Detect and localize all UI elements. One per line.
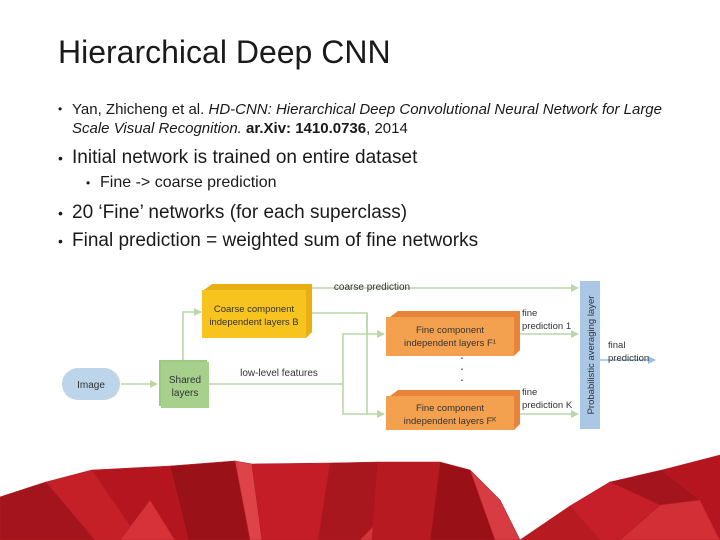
final-prediction-label-2: prediction: [608, 353, 649, 364]
arrow-to-fine-1: [342, 330, 385, 384]
image-node-label: Image: [77, 380, 105, 391]
final-prediction-label-1: final: [608, 340, 625, 351]
fine-prediction-k-label-2: prediction K: [522, 400, 573, 411]
ellipsis-dot-2: ·: [460, 360, 465, 376]
fine-component-k-label-1: Fine component: [416, 403, 484, 414]
ellipsis-dot-3: ·: [460, 371, 465, 387]
shared-layers-label-1: Shared: [169, 375, 201, 386]
coarse-component-label-1: Coarse component: [214, 304, 295, 315]
slide-title: Hierarchical Deep CNN: [58, 34, 391, 70]
bullet-initial-network: Initial network is trained on entire dat…: [58, 146, 698, 170]
coarse-prediction-label: coarse prediction: [334, 282, 410, 293]
ellipsis-dot-1: ·: [460, 349, 465, 365]
probabilistic-averaging-layer: [580, 281, 600, 429]
bullet-final-prediction: Final prediction = weighted sum of fine …: [58, 229, 698, 253]
coarse-component-label-2: independent layers B: [209, 317, 298, 328]
fine-prediction-1-label-1: fine: [522, 308, 537, 319]
bullet-fine-networks: 20 ‘Fine’ networks (for each superclass): [58, 201, 698, 225]
reference-paper-title: HD-CNN: Hierarchical Deep Convolutional …: [72, 101, 662, 137]
fine-component-k-label-2: independent layers Fᴷ: [404, 416, 497, 427]
coarse-component-node: [202, 290, 306, 338]
reference-authors: Yan, Zhicheng et al.: [72, 101, 209, 118]
bullet-list: Yan, Zhicheng et al. HD-CNN: Hierarchica…: [58, 100, 698, 253]
arrow-to-fine-k: [342, 384, 385, 418]
low-level-features-label: low-level features: [240, 368, 318, 379]
fine-component-1-node: [386, 317, 514, 356]
reference-year: , 2014: [366, 120, 408, 137]
shared-layers-label-2: layers: [172, 388, 199, 399]
reference-bullet: Yan, Zhicheng et al. HD-CNN: Hierarchica…: [58, 100, 698, 138]
fine-prediction-1-label-2: prediction 1: [522, 321, 571, 332]
line-coarse-to-fine-1: [308, 312, 368, 334]
reference-arxiv: ar.Xiv: 1410.0736: [246, 120, 367, 137]
fine-prediction-k-label-1: fine: [522, 387, 537, 398]
probabilistic-averaging-label: Probabilistic averaging layer: [586, 296, 597, 415]
reference-separator: .: [237, 120, 247, 137]
fine-component-k-node: [386, 396, 514, 430]
fine-component-1-label-1: Fine component: [416, 325, 484, 336]
image-node: [62, 368, 120, 400]
fine-component-1-label-2: independent layers F¹: [404, 338, 496, 349]
bullet-fine-to-coarse: Fine -> coarse prediction: [86, 173, 698, 193]
arrow-shared-to-coarse: [182, 308, 202, 360]
